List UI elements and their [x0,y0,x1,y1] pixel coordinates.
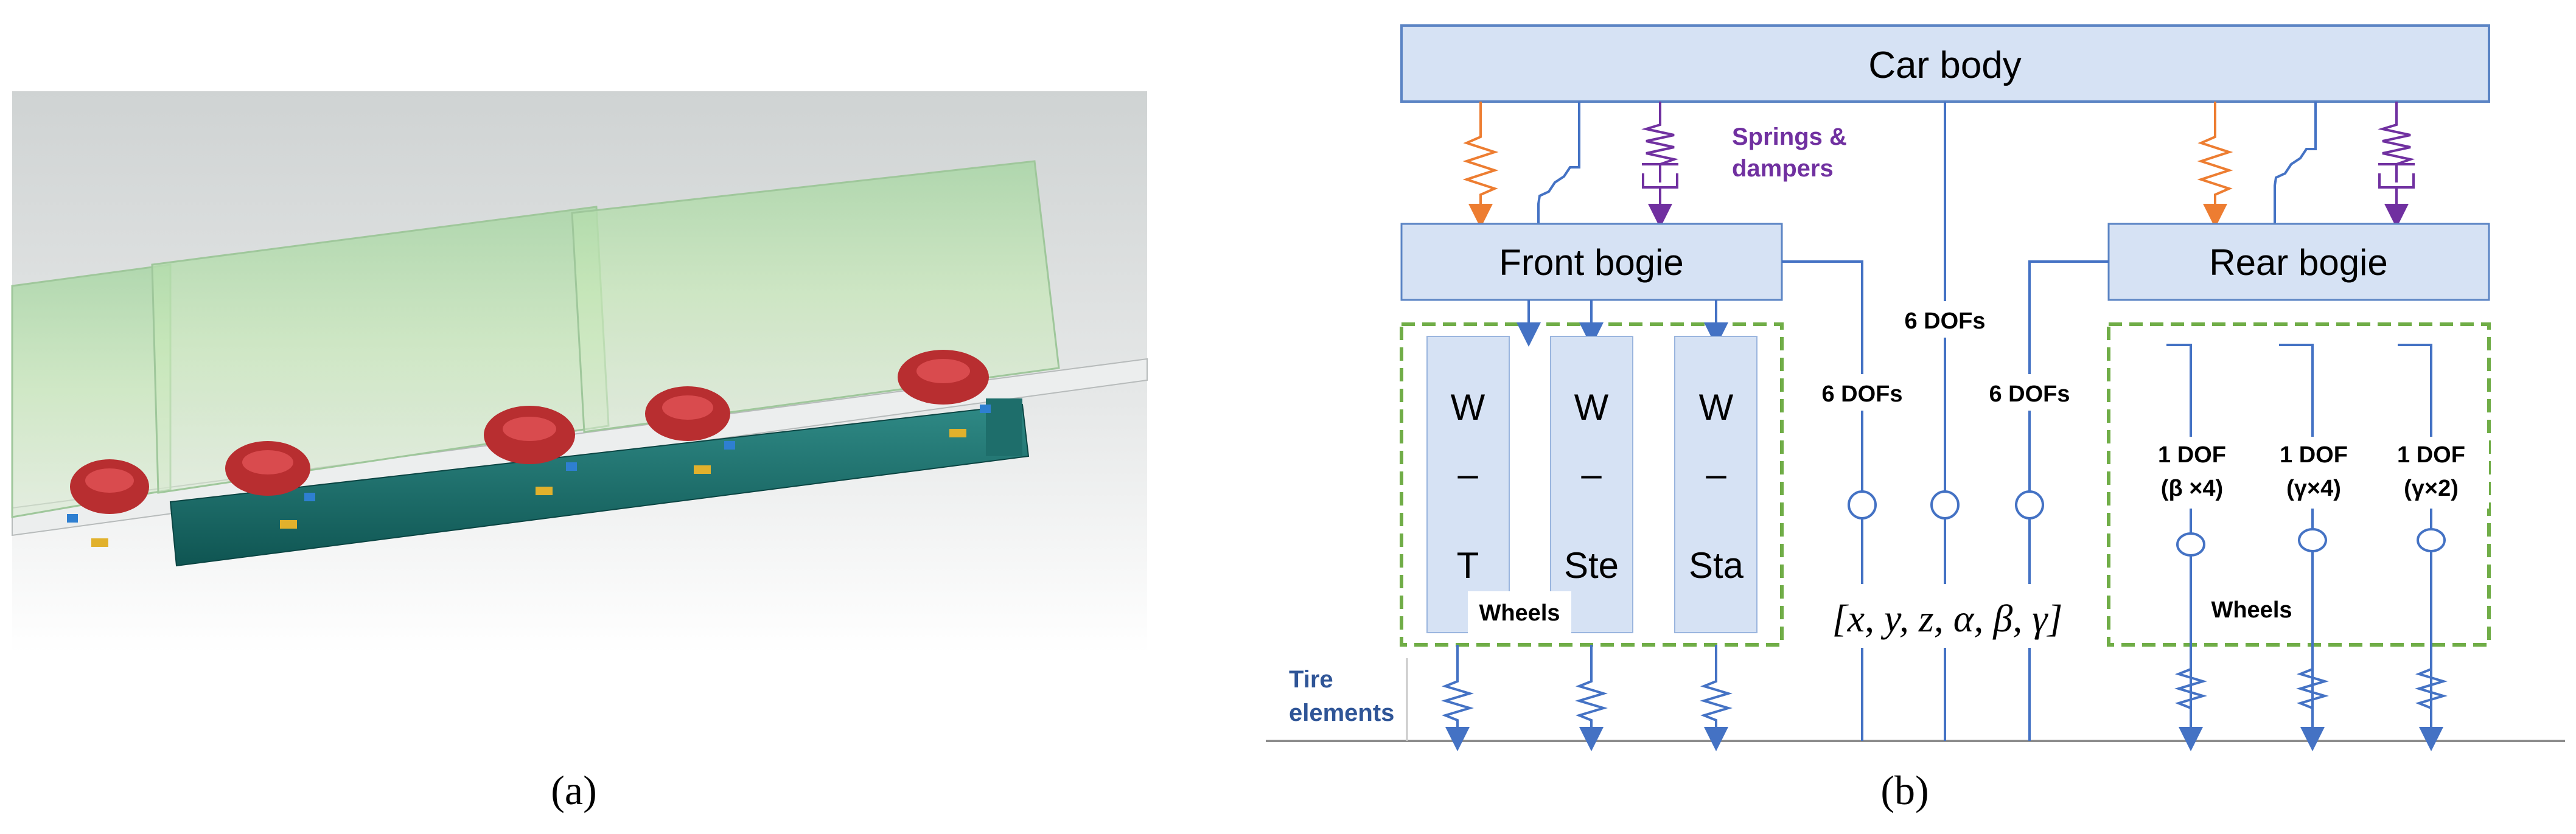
panel-a-caption: (a) [551,767,596,813]
bogie-assemblies [70,350,989,514]
rear-dof-1-line2: (β ×4) [2161,476,2223,501]
front-bogie-joint [1848,490,1877,520]
panel-b-caption: (b) [1880,767,1929,813]
blue-spring-rear [2274,102,2317,224]
rear-wheels-label: Wheels [2211,597,2292,623]
wheel-1-bottom: T [1457,545,1479,586]
rear-bogie-label: Rear bogie [2209,242,2388,283]
wheel-1-top: W [1451,387,1485,428]
car-body-box [1400,24,2490,103]
car-body-joint [1930,490,1960,520]
blue-markers [67,405,991,523]
tire-label-line2: elements [1289,700,1394,726]
rear-dof-2-line1: 1 DOF [2280,442,2348,468]
front-bogie-box [1400,223,1783,301]
wheel-2-bottom: Ste [1564,545,1619,586]
springs-label-line2: dampers [1732,155,1834,182]
front-wheel-2: W – Ste [1550,300,1633,633]
tire-label-line1: Tire [1289,666,1333,693]
orange-spring-rear [2197,102,2233,228]
coords-label: [x, y, z, α, β, γ] [1832,597,2063,640]
rear-suspension [2197,102,2415,228]
rear-dof-2-line2: (γ×4) [2286,476,2341,501]
rear-dof-1-line1: 1 DOF [2158,442,2226,468]
panel-a-render [11,91,1148,654]
front-wheel-1: W – T [1426,300,1541,633]
rear-bogie-joint [2015,490,2044,520]
orange-spring-front [1462,102,1499,228]
rear-dof-1: 1 DOF (β ×4) [2131,344,2253,741]
panel-b-diagram: Car body Springs & dampers [1266,24,2565,751]
rear-bogie-box [2107,223,2490,301]
purple-spring-front [1641,102,1679,165]
wheel-3-top: W [1699,387,1734,428]
dof-center-label: 6 DOFs [1904,308,1985,334]
girder-end [986,398,1022,456]
springs-label-line1: Springs & [1732,123,1847,150]
rear-dof-3-line1: 1 DOF [2397,442,2465,468]
dof-left-label: 6 DOFs [1821,381,1902,407]
front-suspension [1462,102,1679,228]
dof-right-label: 6 DOFs [1989,381,2070,407]
front-bogie-dof-line [1782,260,1863,741]
yellow-markers [91,429,966,547]
blue-spring-front [1537,102,1580,224]
rear-dof-3: 1 DOF (γ×2) [2373,344,2489,741]
wheel-2-mid: – [1581,454,1602,495]
wheel-3-mid: – [1706,454,1726,495]
car-body-label: Car body [1868,44,2022,86]
rear-dof-3-line2: (γ×2) [2404,476,2459,501]
wheel-2-top: W [1574,387,1609,428]
purple-spring-rear [2378,102,2415,165]
front-wheel-3: W – Sta [1674,300,1757,633]
bogie-girder [169,403,1030,567]
front-wheels-label: Wheels [1479,600,1560,626]
front-bogie-label: Front bogie [1499,242,1684,283]
wheel-3-bottom: Sta [1689,545,1744,586]
rear-dof-2: 1 DOF (γ×4) [2255,344,2373,741]
tire-springs-rear [2174,668,2448,751]
rear-bogie-dof-line [2028,260,2109,741]
tire-springs-front [1441,645,1733,751]
wheel-1-mid: – [1457,454,1478,495]
